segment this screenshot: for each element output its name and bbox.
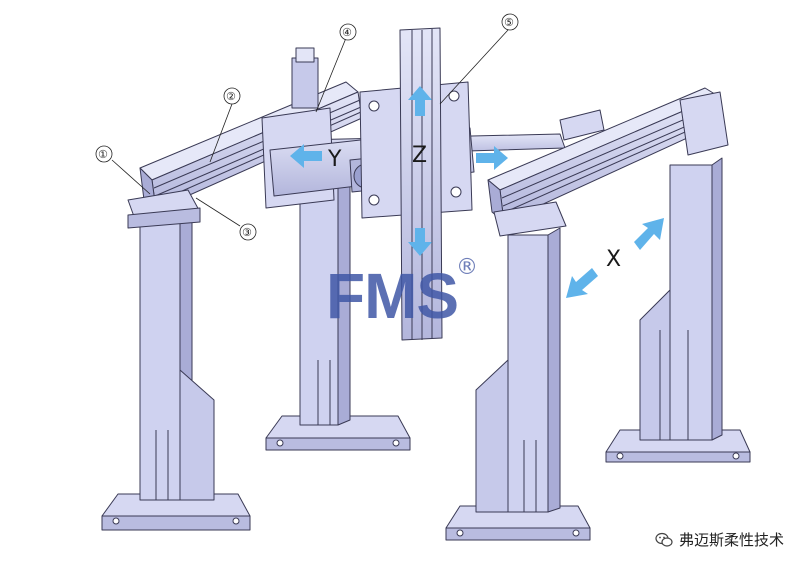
leg-front-left: [101, 189, 251, 531]
x-rail-right: [487, 87, 729, 223]
motion-arrows: [290, 86, 664, 298]
registered-mark: ®: [456, 255, 478, 280]
watermark: 弗迈斯柔性技术: [655, 529, 784, 550]
leg-front-right: [445, 201, 591, 541]
z-down-arrow: [408, 228, 432, 256]
x-back-arrow: [634, 218, 664, 250]
svg-text:③: ③: [242, 226, 252, 239]
watermark-text: 弗迈斯柔性技术: [678, 531, 784, 549]
svg-text:⑤: ⑤: [504, 16, 514, 29]
leg-back-right: [605, 157, 751, 463]
svg-text:④: ④: [342, 26, 352, 39]
callout-1: ①: [95, 145, 113, 163]
wechat-icon: [655, 532, 673, 547]
z-column: [359, 27, 473, 341]
callout-5: ⑤: [501, 13, 519, 31]
y-left-arrow: [290, 144, 322, 168]
callout-leaders: [111, 29, 509, 227]
fms-logo: FMS: [326, 260, 458, 332]
axis-label-z: Z: [412, 143, 427, 168]
y-right-arrow: [476, 146, 508, 170]
callout-2: ②: [223, 87, 241, 105]
axis-label-x: X: [606, 247, 621, 272]
svg-text:①: ①: [98, 148, 108, 161]
x-forward-arrow: [566, 268, 598, 298]
callout-3: ③: [239, 223, 257, 241]
z-up-arrow: [408, 86, 432, 116]
leg-back-middle: [265, 177, 411, 451]
callout-4: ④: [339, 23, 357, 41]
axis-label-y: Y: [327, 147, 342, 172]
back-beam-bracket: [559, 109, 605, 141]
svg-text:②: ②: [226, 90, 236, 103]
